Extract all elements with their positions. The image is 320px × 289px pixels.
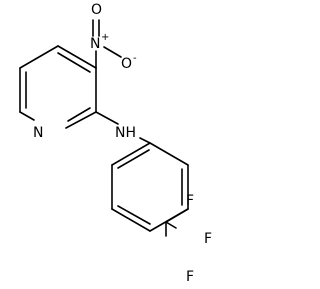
- atom-pyridine-n: N: [33, 125, 43, 141]
- bond-c4-c3: [19, 45, 59, 69]
- benzene-ring: [111, 142, 189, 232]
- bond-b1-b2-inner: [117, 149, 150, 169]
- bond-b3-b4: [111, 208, 151, 232]
- atom-nitro-o-right: O: [121, 56, 132, 72]
- bond-c3-c2-inner: [57, 52, 91, 73]
- molecule-diagram: N + O O - N NH F F F: [19, 2, 212, 285]
- bond-b6-b1: [149, 142, 189, 166]
- trifluoromethyl-group: [165, 208, 189, 237]
- atom-nitro-o-top: O: [91, 2, 102, 18]
- atom-fluorine-top: F: [186, 193, 194, 209]
- atom-nitro-n: N: [90, 36, 100, 52]
- atom-fluorine-bottom: F: [186, 269, 194, 285]
- bond-c1-nh: [95, 111, 119, 125]
- charge-nitro-plus: +: [101, 32, 109, 43]
- atom-fluorine-right: F: [204, 231, 212, 247]
- bond-c5-c6: [19, 111, 35, 121]
- atom-amine-nh: NH: [115, 125, 136, 141]
- nitro-group: [92, 19, 122, 69]
- bond-nitro-o-right: [103, 46, 122, 58]
- bond-b1-b2: [111, 142, 151, 166]
- bond-c3-c2: [57, 45, 97, 69]
- bond-cf3-f-right: [165, 221, 177, 229]
- pyridine-ring: [19, 45, 97, 129]
- bond-b5-cf3: [165, 208, 189, 223]
- amine-link: [95, 111, 151, 144]
- bond-c1-n-inner: [67, 107, 91, 122]
- charge-nitro-minus: -: [133, 53, 137, 64]
- bond-nh-aryl: [139, 137, 151, 144]
- structure-canvas: N + O O - N NH F F F: [19, 2, 212, 285]
- bond-c1-n: [65, 111, 97, 129]
- bond-b3-b4-inner: [117, 205, 151, 225]
